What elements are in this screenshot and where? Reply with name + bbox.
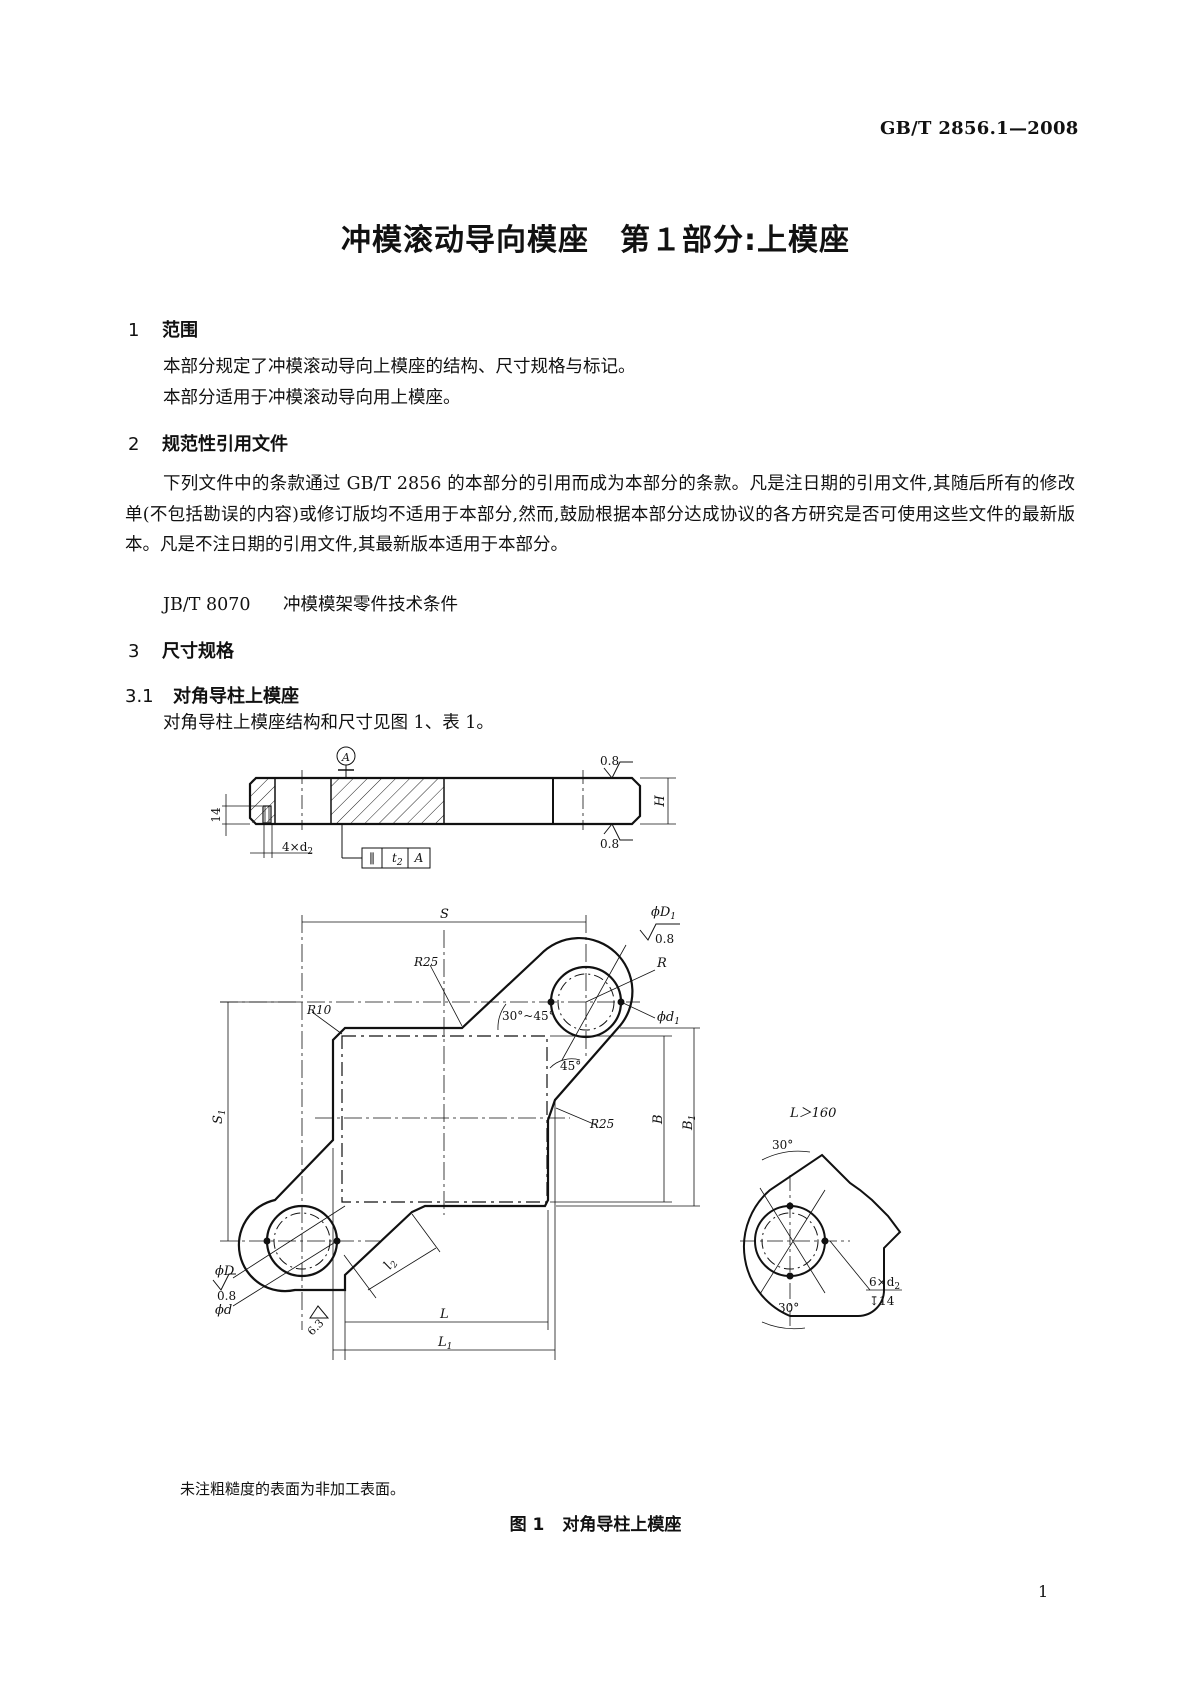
roughness-value: 0.8 — [600, 837, 619, 851]
dim-S1-label: S1 — [211, 1109, 228, 1124]
section-3-1-para: 对角导柱上模座结构和尺寸见图 1、表 1。 — [163, 713, 494, 733]
angle-label: 30° — [772, 1138, 793, 1152]
section-2-heading: 2 规范性引用文件 — [128, 430, 288, 456]
radius-label: R10 — [306, 1003, 332, 1017]
section-1-heading: 1 范围 — [128, 316, 198, 342]
figure-note: 未注粗糙度的表面为非加工表面。 — [180, 1480, 406, 1498]
section-2-para-1: 下列文件中的条款通过 GB/T 2856 的本部分的引用而成为本部分的条款。凡是… — [125, 474, 1075, 555]
standard-number: GB/T 2856.1—2008 — [880, 118, 1079, 139]
figure-upper-die-base-drawing: A 0.8 0.8 14 4×d2 H ∥ t2 A — [209, 746, 902, 1360]
normative-reference: JB/T 8070 冲模模架零件技术条件 — [163, 590, 458, 620]
section-number: 3.1 — [125, 686, 154, 707]
roughness-value: 0.8 — [217, 1289, 236, 1303]
angle-label: 30°~45° — [502, 1009, 555, 1023]
dim-D-label: ϕD — [215, 1264, 235, 1279]
tapped-hole — [262, 805, 272, 824]
dim-H-label: H — [653, 795, 668, 808]
roughness-value: 6.3 — [305, 1317, 327, 1339]
detail-outline — [742, 1153, 902, 1317]
dim-l2-label: l2 — [381, 1255, 401, 1273]
hatch-center — [331, 779, 444, 823]
section-3-1-heading: 3.1 对角导柱上模座 — [125, 682, 299, 708]
dim-S-label: S — [440, 907, 449, 922]
section-number: 2 — [128, 434, 140, 455]
reference-title: 冲模模架零件技术条件 — [283, 595, 458, 615]
detail-condition: L＞160 — [789, 1106, 836, 1121]
holes-label: 4×d2 — [282, 840, 313, 857]
section-title: 规范性引用文件 — [162, 434, 288, 455]
radius-label: R25 — [589, 1117, 614, 1131]
page-number: 1 — [1038, 1582, 1049, 1601]
dim-D1-label: ϕD1 — [651, 905, 676, 922]
dim-L1-label: L1 — [437, 1335, 452, 1352]
figure-title: 对角导柱上模座 — [562, 1515, 682, 1535]
radius-label: R25 — [413, 955, 438, 969]
reference-code: JB/T 8070 — [163, 595, 251, 615]
angle-label: 45° — [560, 1059, 581, 1073]
section-title: 范围 — [162, 320, 198, 341]
base-outline — [237, 937, 634, 1293]
section-number: 1 — [128, 320, 140, 341]
dim-d-label: ϕd — [215, 1303, 232, 1318]
side-section-view — [222, 746, 676, 869]
section-3-heading: 3 尺寸规格 — [128, 637, 234, 663]
detail-view — [740, 1150, 902, 1330]
section-number: 3 — [128, 641, 140, 662]
section-1-para-1: 本部分规定了冲模滚动导向上模座的结构、尺寸规格与标记。 — [163, 357, 636, 377]
dim-B-label: B — [651, 1114, 666, 1125]
plan-view — [212, 915, 700, 1360]
angle-label: 30° — [778, 1301, 799, 1315]
section-title: 对角导柱上模座 — [173, 686, 299, 707]
plate-outline — [248, 776, 642, 826]
page-title: 冲模滚动导向模座 第１部分:上模座 — [341, 223, 850, 258]
detail-holes-label: 6×d2 — [869, 1275, 900, 1292]
roughness-value: 0.8 — [600, 754, 619, 768]
section-title: 尺寸规格 — [162, 641, 234, 662]
parallelism-symbol: ∥ — [369, 852, 375, 867]
section-1-para-2: 本部分适用于冲模滚动导向用上模座。 — [163, 388, 461, 408]
roughness-value: 0.8 — [655, 932, 674, 946]
tolerance-datum: A — [414, 851, 424, 865]
working-area — [341, 1035, 548, 1203]
dim-d1-label: ϕd1 — [657, 1010, 680, 1027]
figure-caption: 图 1 对角导柱上模座 — [0, 1510, 1191, 1535]
dim-B1-label: B1 — [681, 1115, 698, 1131]
tolerance-value: t2 — [392, 851, 403, 868]
dim-R-label: R — [656, 956, 667, 971]
figure-number: 图 1 — [509, 1515, 545, 1535]
dim-L-label: L — [439, 1307, 449, 1322]
detail-depth-label: ↧14 — [869, 1294, 895, 1308]
dim-14-label: 14 — [209, 807, 223, 823]
datum-label: A — [341, 751, 350, 764]
